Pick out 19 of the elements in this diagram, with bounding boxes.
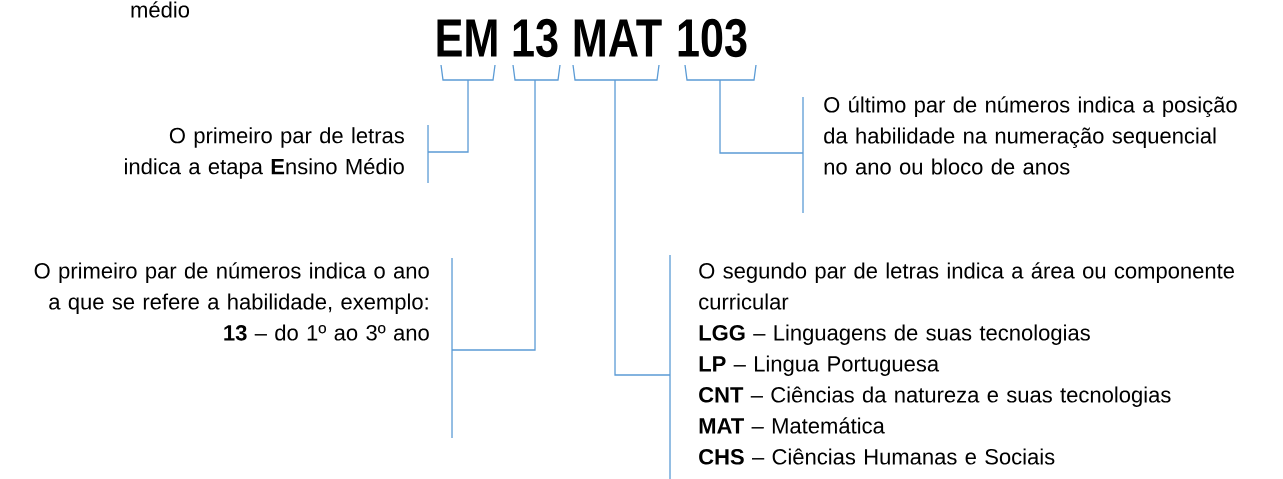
description-text: LP – Lingua Portuguesa [699, 355, 940, 376]
leader-line [719, 79, 804, 154]
code-text: EM [437, 19, 497, 57]
description-text: CNT – Ciências da natureza e suas tecnologias [699, 386, 1171, 407]
label-text: médio [131, 1, 190, 18]
code-text: 13 [513, 18, 558, 58]
description-text: MAT – Matemática [699, 417, 885, 434]
description-text: O primeiro par de números indica o ano a que se refere a habilidade, exemplo: [34, 262, 429, 314]
code-text: 103 [678, 18, 747, 58]
leader-line [451, 79, 536, 351]
code-text: MAT [574, 19, 662, 57]
description-text: CHS – Ciências Humanas e Sociais [699, 448, 1055, 465]
leader-line [427, 79, 469, 153]
description-text: O primeiro par de letras indica a etapa Ensino Médio [125, 127, 404, 179]
description-text: LGG – Linguagens de suas tecnologias [699, 324, 1090, 345]
leader-line [614, 79, 671, 376]
description-text: O segundo par de letras indica a área ou componente curricular [699, 262, 1234, 310]
description-text: 13 – do 1º ao 3º ano [224, 324, 429, 341]
description-text: O último par de números indica a posição da habilidade na numeração sequencial no ano ou bloco de anos [824, 96, 1237, 175]
